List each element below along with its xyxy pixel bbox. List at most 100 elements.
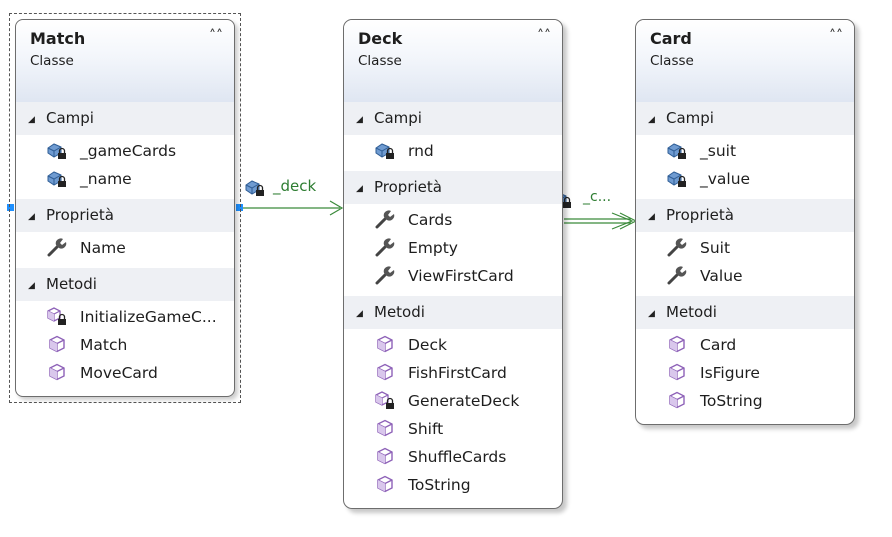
class-name: Match [30,29,86,48]
member-row[interactable]: _gameCards [16,137,234,165]
member-row[interactable]: Name [16,234,234,262]
member-row[interactable]: Shift [344,415,562,443]
section-header-fields[interactable]: ◢Campi [16,102,234,135]
section-members-properties: Name [16,232,234,268]
private-field-icon [666,139,688,161]
property-wrench-icon [666,236,688,258]
property-wrench-icon [374,236,396,258]
member-name: Deck [408,336,447,354]
collapse-chevron-icon[interactable]: ˄˄ [537,28,551,44]
member-row[interactable]: _value [636,165,854,193]
member-row[interactable]: Empty [344,234,562,262]
expand-triangle-icon[interactable]: ◢ [356,309,363,319]
expand-triangle-icon[interactable]: ◢ [648,115,655,125]
association-label-deck[interactable]: _deck [273,177,317,195]
member-name: ViewFirstCard [408,267,514,285]
expand-triangle-icon[interactable]: ◢ [648,309,655,319]
member-name: InitializeGameC... [80,308,217,326]
member-row[interactable]: ToString [344,471,562,499]
member-row[interactable]: Value [636,262,854,290]
member-row[interactable]: rnd [344,137,562,165]
section-members-fields: _suit _value [636,135,854,199]
private-field-icon [374,139,396,161]
expand-triangle-icon[interactable]: ◢ [648,212,655,222]
section-header-properties[interactable]: ◢Proprietà [16,199,234,232]
member-row[interactable]: Cards [344,206,562,234]
member-row[interactable]: GenerateDeck [344,387,562,415]
member-row[interactable]: MoveCard [16,359,234,387]
member-name: Cards [408,211,453,229]
private-field-icon [46,139,68,161]
section-header-methods[interactable]: ◢Metodi [344,296,562,329]
member-name: Suit [700,239,731,257]
selection-handle-right[interactable] [236,204,243,211]
class-kind: Classe [650,53,694,69]
member-name: MoveCard [80,364,158,382]
member-row[interactable]: _name [16,165,234,193]
section-label: Metodi [46,275,97,293]
property-wrench-icon [46,236,68,258]
public-method-icon [374,333,396,355]
member-name: ShuffleCards [408,448,507,466]
member-name: FishFirstCard [408,364,507,382]
expand-triangle-icon[interactable]: ◢ [356,184,363,194]
class-header[interactable]: Match Classe ˄˄ [16,20,234,102]
expand-triangle-icon[interactable]: ◢ [356,115,363,125]
public-method-icon [46,333,68,355]
member-row[interactable]: Deck [344,331,562,359]
member-row[interactable]: _suit [636,137,854,165]
property-wrench-icon [374,208,396,230]
member-row[interactable]: Card [636,331,854,359]
class-header[interactable]: Deck Classe ˄˄ [344,20,562,102]
connector-deck-card-arrowhead [611,212,634,230]
class-shape-card[interactable]: Card Classe ˄˄ ◢Campi _suit _value ◢ Proprie… [635,19,855,425]
public-method-icon [374,445,396,467]
section-header-properties[interactable]: ◢ Proprietà [636,199,854,232]
section-members-fields: rnd [344,135,562,171]
expand-triangle-icon[interactable]: ◢ [28,281,35,291]
member-row[interactable]: Match [16,331,234,359]
selection-handle-left[interactable] [7,204,14,211]
member-row[interactable]: InitializeGameC... [16,303,234,331]
expand-triangle-icon[interactable]: ◢ [28,115,35,125]
collapse-chevron-icon[interactable]: ˄˄ [829,28,843,44]
association-label-cards[interactable]: _c... [583,189,612,205]
section-header-methods[interactable]: ◢Metodi [636,296,854,329]
member-row[interactable]: FishFirstCard [344,359,562,387]
member-row[interactable]: ViewFirstCard [344,262,562,290]
section-label: Proprietà [374,178,442,196]
class-header[interactable]: Card Classe ˄˄ [636,20,854,102]
member-name: Card [700,336,737,354]
section-label: Campi [374,109,422,127]
private-field-icon [244,176,266,198]
member-row[interactable]: Suit [636,234,854,262]
private-field-icon [46,167,68,189]
public-method-icon [666,389,688,411]
member-row[interactable]: ShuffleCards [344,443,562,471]
collapse-chevron-icon[interactable]: ˄˄ [209,28,223,44]
section-header-fields[interactable]: ◢Campi [636,102,854,135]
member-name: _name [80,170,132,188]
public-method-icon [374,473,396,495]
public-method-icon [666,333,688,355]
section-label: Proprietà [666,206,734,224]
private-method-icon [46,305,68,327]
member-name: _suit [700,142,737,160]
expand-triangle-icon[interactable]: ◢ [28,212,35,222]
class-shape-match[interactable]: Match Classe ˄˄ ◢Campi_gameCards _name ◢Pr… [9,13,241,403]
member-row[interactable]: IsFigure [636,359,854,387]
member-name: Shift [408,420,444,438]
member-name: Value [700,267,743,285]
member-name: ToString [700,392,763,410]
section-header-fields[interactable]: ◢ Campi [344,102,562,135]
property-wrench-icon [374,264,396,286]
public-method-icon [666,361,688,383]
section-header-properties[interactable]: ◢ Proprietà [344,171,562,204]
member-name: _value [700,170,751,188]
section-header-methods[interactable]: ◢ Metodi [16,268,234,301]
member-row[interactable]: ToString [636,387,854,415]
property-wrench-icon [666,264,688,286]
